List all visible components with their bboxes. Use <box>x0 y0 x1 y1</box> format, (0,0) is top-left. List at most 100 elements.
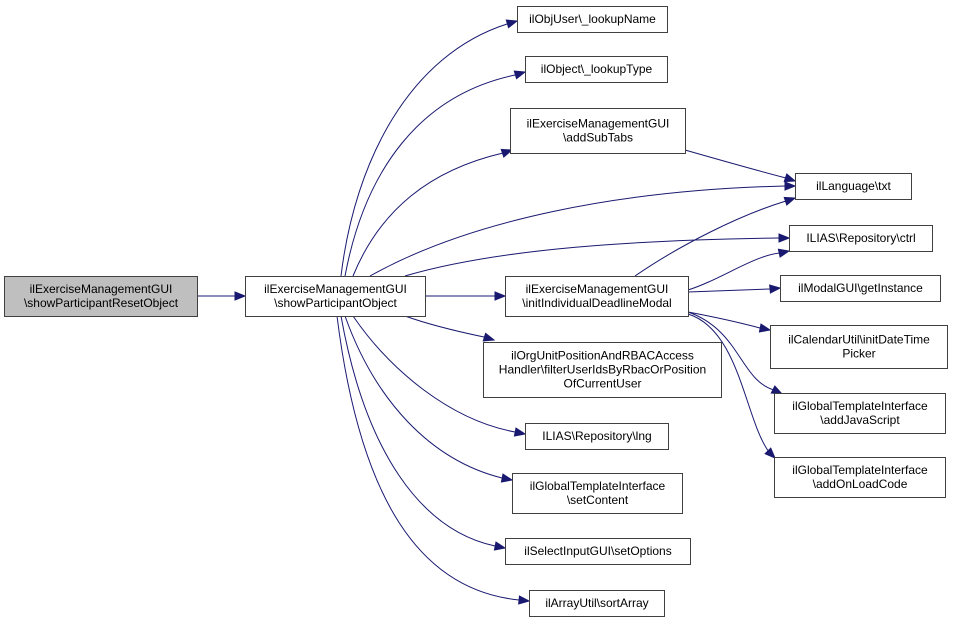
node-label-line: ilGlobalTemplateInterface <box>792 463 928 477</box>
arrowhead-icon <box>784 181 797 191</box>
node-label-line: \addJavaScript <box>820 413 900 427</box>
edge-line <box>336 315 520 601</box>
node-label-line: ilGlobalTemplateInterface <box>792 399 928 413</box>
edge-spo-to-lookupType <box>344 70 527 277</box>
edge-line <box>687 311 775 391</box>
edge-line <box>369 185 786 277</box>
edge-line <box>340 315 496 547</box>
arrowhead-icon <box>500 148 514 158</box>
node-label-line: \initIndividualDeadlineModal <box>522 296 671 310</box>
edge-spo-to-initModal <box>425 291 507 301</box>
node-label-line: ILIAS\Repository\ctrl <box>806 231 915 245</box>
edges-layer <box>197 19 797 605</box>
nodes-layer: ilExerciseManagementGUI\showParticipantR… <box>4 6 948 617</box>
node-box <box>505 538 691 565</box>
edge-line <box>352 152 504 277</box>
edge-root-to-spo <box>197 291 247 301</box>
edge-line <box>344 74 516 277</box>
node-label-line: \showParticipantObject <box>274 296 397 310</box>
edge-spo-to-ctrl <box>404 233 791 277</box>
node-modalGet[interactable]: ilModalGUI\getInstance <box>780 275 941 302</box>
edge-line <box>404 315 485 338</box>
edge-line <box>634 200 787 277</box>
edge-spo-to-setOptions <box>340 315 507 551</box>
arrowhead-icon <box>778 233 791 243</box>
node-box <box>525 423 669 450</box>
node-label-line: ilObject\_lookupType <box>541 62 653 76</box>
arrowhead-icon <box>493 541 507 551</box>
node-label-line: ilGlobalTemplateInterface <box>530 479 666 493</box>
edge-initModal-to-dtPicker <box>687 311 772 333</box>
node-label-line: Handler\filterUserIdsByRbacOrPosition <box>499 363 706 377</box>
node-ctrl[interactable]: ILIAS\Repository\ctrl <box>789 225 933 252</box>
edge-line <box>344 315 503 479</box>
edge-initModal-to-modalGet <box>687 284 782 294</box>
node-box <box>774 393 946 434</box>
arrowhead-icon <box>513 427 527 437</box>
node-spo[interactable]: ilExerciseManagementGUI\showParticipantO… <box>245 276 426 317</box>
edge-initModal-to-txt <box>634 196 797 277</box>
arrowhead-icon <box>500 473 514 483</box>
node-label-line: ilObjUser\_lookupName <box>529 12 656 26</box>
node-box <box>4 276 198 317</box>
node-setOptions[interactable]: ilSelectInputGUI\setOptions <box>505 538 691 565</box>
arrowhead-icon <box>482 332 496 342</box>
node-box <box>525 56 668 83</box>
edge-line <box>687 311 761 329</box>
arrowhead-icon <box>518 595 531 605</box>
node-label-line: ilExerciseManagementGUI <box>30 282 173 296</box>
edge-spo-to-sortArray <box>336 315 531 605</box>
node-label-line: OfCurrentUser <box>563 377 641 391</box>
edge-spo-to-lookupName <box>340 19 519 277</box>
node-setContent[interactable]: ilGlobalTemplateInterface\setContent <box>512 473 683 514</box>
node-sortArray[interactable]: ilArrayUtil\sortArray <box>529 590 665 617</box>
node-label-line: ilSelectInputGUI\setOptions <box>524 544 671 558</box>
node-box <box>780 275 941 302</box>
node-box <box>483 342 722 398</box>
node-label-line: ilArrayUtil\sortArray <box>545 596 648 610</box>
node-label-line: \addSubTabs <box>563 131 633 145</box>
arrowhead-icon <box>764 447 776 459</box>
edge-initModal-to-ctrl <box>687 248 791 291</box>
node-label-line: \setContent <box>567 493 629 507</box>
node-label-line: ilCalendarUtil\initDateTime <box>788 333 930 347</box>
node-addJS[interactable]: ilGlobalTemplateInterface\addJavaScript <box>774 393 946 434</box>
node-box <box>505 276 689 317</box>
node-label-line: ilExerciseManagementGUI <box>527 117 670 131</box>
edge-line <box>404 237 780 277</box>
node-addSubTabs[interactable]: ilExerciseManagementGUI\addSubTabs <box>510 108 686 154</box>
node-addOnLoad[interactable]: ilGlobalTemplateInterface\addOnLoadCode <box>774 457 946 498</box>
arrowhead-icon <box>770 385 784 395</box>
edge-line <box>352 315 516 433</box>
node-initModal[interactable]: ilExerciseManagementGUI\initIndividualDe… <box>505 276 689 317</box>
node-root[interactable]: ilExerciseManagementGUI\showParticipantR… <box>4 276 198 317</box>
arrowhead-icon <box>513 70 527 80</box>
node-label-line: ilLanguage\txt <box>816 179 891 193</box>
node-label-line: ilExerciseManagementGUI <box>526 282 669 296</box>
node-label-line: ilOrgUnitPositionAndRBACAccess <box>511 349 694 363</box>
edge-spo-to-setContent <box>344 315 514 483</box>
node-lookupName[interactable]: ilObjUser\_lookupName <box>517 6 668 33</box>
node-box <box>517 6 668 33</box>
arrowhead-icon <box>494 291 507 301</box>
edge-line <box>340 23 508 277</box>
node-box <box>245 276 426 317</box>
edge-line <box>687 288 771 293</box>
node-box <box>770 325 948 369</box>
edge-spo-to-txt <box>369 181 797 277</box>
arrowhead-icon <box>505 19 519 29</box>
node-lng[interactable]: ILIAS\Repository\lng <box>525 423 669 450</box>
arrowhead-icon <box>234 291 247 301</box>
node-lookupType[interactable]: ilObject\_lookupType <box>525 56 668 83</box>
edge-spo-to-lng <box>352 315 527 437</box>
node-box <box>529 590 665 617</box>
node-filterUser[interactable]: ilOrgUnitPositionAndRBACAccessHandler\fi… <box>483 342 722 398</box>
edge-spo-to-addSubTabs <box>352 148 514 277</box>
arrowhead-icon <box>783 196 797 206</box>
edge-line <box>687 313 770 453</box>
node-txt[interactable]: ilLanguage\txt <box>795 173 912 200</box>
node-label-line: \showParticipantResetObject <box>24 296 179 310</box>
node-label-line: ILIAS\Repository\lng <box>542 429 651 443</box>
